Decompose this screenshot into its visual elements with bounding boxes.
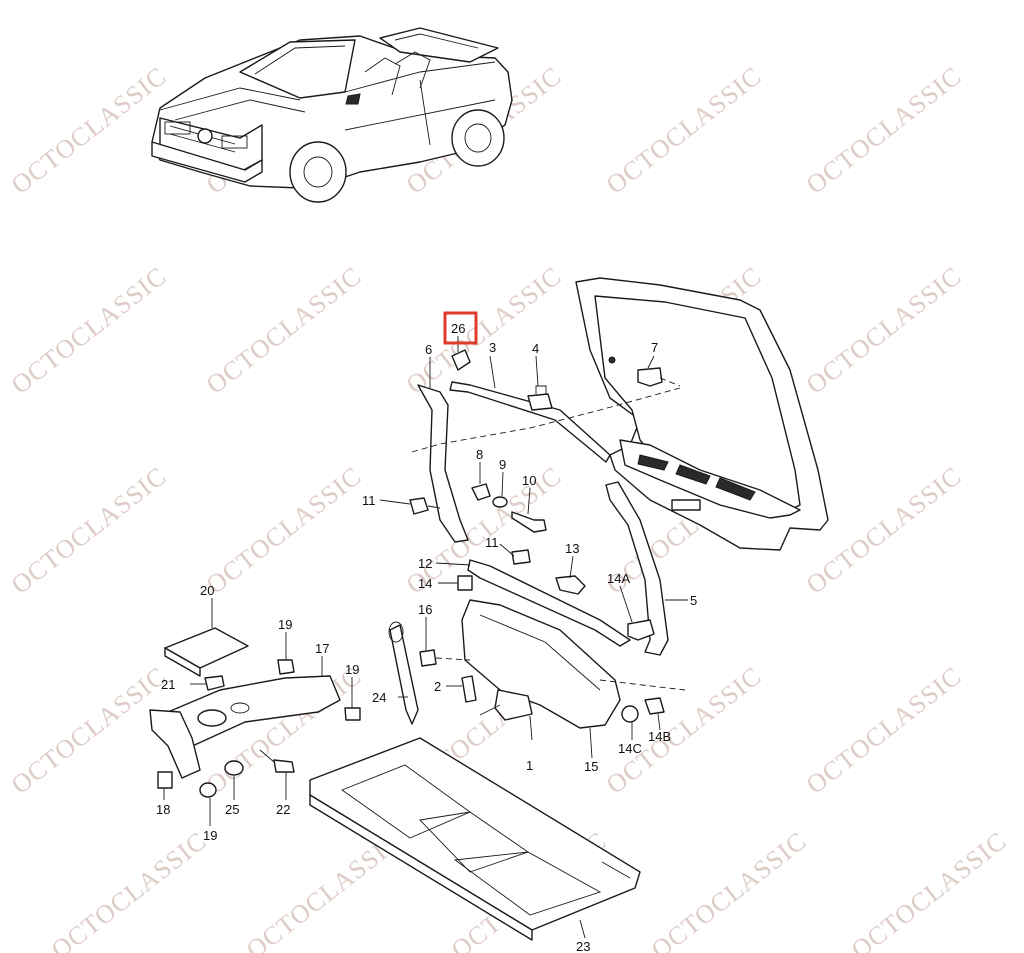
label-10: 10 <box>522 473 536 488</box>
part-19-nut <box>277 659 295 675</box>
label-11-lower: 11 <box>485 535 499 550</box>
part-3-strip <box>449 381 611 463</box>
label-17: 17 <box>315 641 329 656</box>
label-14: 14 <box>418 576 432 591</box>
watermark-text: OCTOCLASSIC <box>601 661 767 800</box>
watermark-text: OCTOCLASSIC <box>801 661 967 800</box>
part-11-fastener <box>409 497 429 515</box>
part-2-pin <box>461 675 477 703</box>
label-22: 22 <box>276 802 290 817</box>
watermark-text: OCTOCLASSIC <box>846 826 1012 953</box>
part-14-block <box>457 575 473 591</box>
part-14B-screw <box>644 697 665 715</box>
part-9-washer <box>492 496 508 508</box>
label-8: 8 <box>476 447 483 462</box>
part-23-floor-panel <box>309 737 641 941</box>
part-14C-grommet <box>621 705 639 723</box>
label-26: 26 <box>451 321 465 336</box>
part-13-clip <box>555 575 586 595</box>
watermark-text: OCTOCLASSIC <box>6 61 172 200</box>
label-23: 23 <box>576 939 590 953</box>
part-26-cap <box>451 349 471 371</box>
part-6-trim <box>417 384 469 543</box>
watermark-text: OCTOCLASSIC <box>6 661 172 800</box>
label-21: 21 <box>161 677 175 692</box>
watermark-text: OCTOCLASSIC <box>646 826 812 953</box>
watermark-text: OCTOCLASSIC <box>201 461 367 600</box>
part-24-strap <box>389 624 419 725</box>
part-10-screw <box>511 511 547 533</box>
label-9: 9 <box>499 457 506 472</box>
watermark-text: OCTOCLASSIC <box>801 261 967 400</box>
label-15: 15 <box>584 759 598 774</box>
label-14C: 14C <box>618 741 642 756</box>
label-18: 18 <box>156 802 170 817</box>
car-illustration <box>151 27 513 203</box>
label-16: 16 <box>418 602 432 617</box>
part-4-clip <box>527 393 553 411</box>
watermark-text: OCTOCLASSIC <box>6 261 172 400</box>
label-5: 5 <box>690 593 697 608</box>
label-2: 2 <box>434 679 441 694</box>
label-3: 3 <box>489 340 496 355</box>
label-19-top: 19 <box>278 617 292 632</box>
label-12: 12 <box>418 556 432 571</box>
watermark-text: OCTOCLASSIC <box>6 461 172 600</box>
label-4: 4 <box>532 341 539 356</box>
part-11-fastener <box>511 549 531 565</box>
part-19-nut <box>199 782 217 798</box>
label-6: 6 <box>425 342 432 357</box>
label-24: 24 <box>372 690 386 705</box>
part-5-strip <box>605 481 669 656</box>
part-22-screw <box>273 759 295 773</box>
part-21-clip <box>204 675 225 691</box>
part-15-panel <box>461 599 621 729</box>
watermark-text: OCTOCLASSIC <box>401 261 567 400</box>
watermark-text: OCTOCLASSIC <box>801 461 967 600</box>
watermark-text: OCTOCLASSIC <box>46 826 212 953</box>
label-1: 1 <box>526 758 533 773</box>
part-8-plug <box>471 483 491 501</box>
part-18-block <box>157 771 173 789</box>
watermark-text: OCTOCLASSIC <box>801 61 967 200</box>
part-19-nut <box>344 707 361 721</box>
label-25: 25 <box>225 802 239 817</box>
label-19-bottom: 19 <box>203 828 217 843</box>
label-19-right: 19 <box>345 662 359 677</box>
watermark-text: OCTOCLASSIC <box>601 61 767 200</box>
label-11-upper: 11 <box>362 493 376 508</box>
part-14A-bracket <box>627 619 655 641</box>
label-13: 13 <box>565 541 579 556</box>
label-14B: 14B <box>648 729 671 744</box>
part-7-clip <box>637 367 663 387</box>
tailgate-frame <box>575 277 829 551</box>
part-25-bolt <box>224 760 244 776</box>
leader-lines <box>163 336 688 939</box>
label-7: 7 <box>651 340 658 355</box>
label-20: 20 <box>200 583 214 598</box>
part-labels: 26 3 4 6 7 8 9 10 11 11 12 14 13 14A 5 1… <box>156 311 697 953</box>
part-12-strip <box>467 559 631 647</box>
part-1-latch <box>494 689 533 721</box>
part-16-fastener <box>419 649 437 667</box>
highlight-box-26 <box>443 311 478 345</box>
watermark-text: OCTOCLASSIC <box>201 261 367 400</box>
label-14A: 14A <box>607 571 630 586</box>
